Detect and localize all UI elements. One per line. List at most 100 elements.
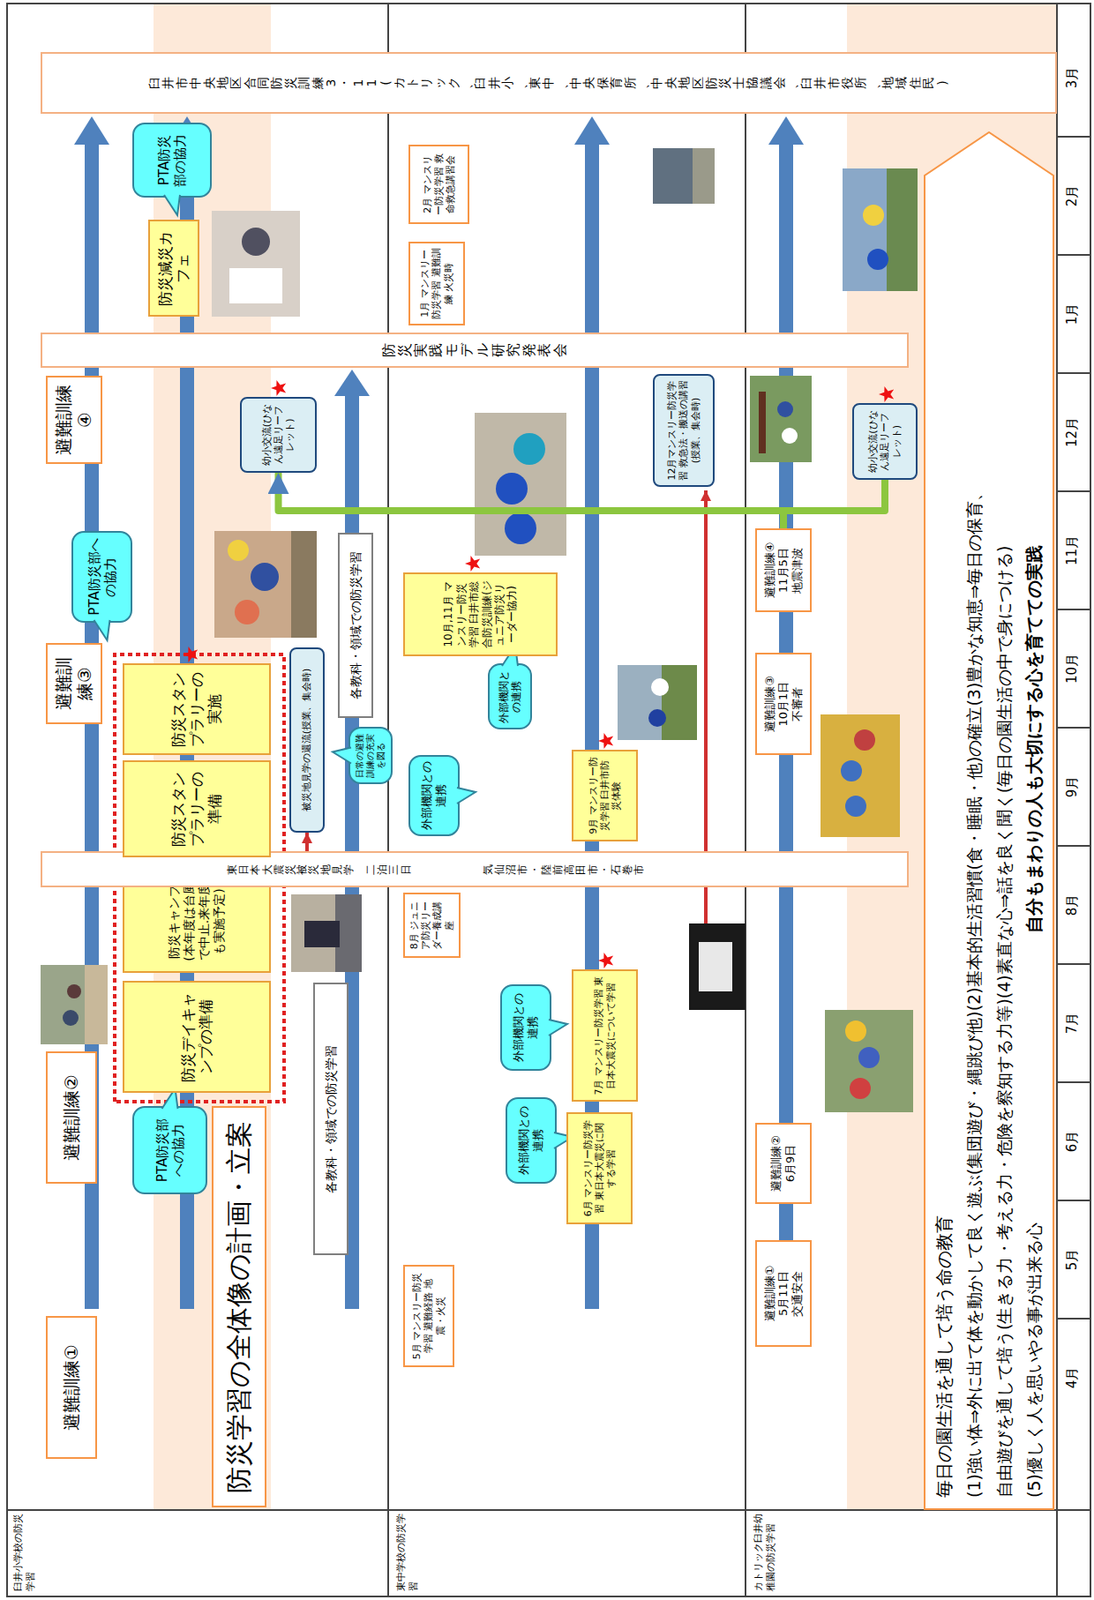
- event-box: 2月 マンスリー防災学習 救命救急講習会: [408, 144, 470, 225]
- month-label: 9月: [1064, 751, 1081, 823]
- photo: [854, 729, 876, 751]
- node-text: 不審者: [790, 687, 805, 722]
- event-band: 防災実践モデル研究発表会: [40, 332, 909, 368]
- photo: [840, 760, 862, 782]
- node-text: PTA防災部への協力: [154, 1112, 187, 1189]
- node-text: 気仙沼市・陸前高田市・石巻市: [482, 864, 646, 876]
- node-text: 日常の避難訓練の充実を図る: [354, 733, 387, 779]
- red-star: [598, 952, 614, 969]
- scroll-note: 幼小交流(ひなん遠足リーフレット): [239, 397, 317, 473]
- bubble-tail: [457, 787, 476, 804]
- node-text: 交通安全: [790, 1271, 805, 1318]
- timeline-arrow: [574, 116, 610, 145]
- photo: [845, 795, 867, 817]
- month-label: 12月: [1064, 397, 1081, 468]
- photo: [845, 1020, 867, 1042]
- grid-line: [387, 3, 390, 1597]
- row-label: カトリック臼井幼稚園の防災学習: [752, 1513, 778, 1592]
- photo: [651, 678, 669, 697]
- event-box: 5月 マンスリー防災学習 避難経路 地震・火災: [403, 1265, 455, 1368]
- photo: [304, 921, 340, 948]
- photo: [749, 375, 812, 463]
- activity-box: 7月 マンスリー防災学習 東日本大震災について学習: [571, 969, 638, 1102]
- photo: [617, 665, 697, 741]
- red-star: [270, 380, 287, 397]
- red-star: [270, 380, 286, 397]
- scroll-note: 12月マンスリー防災学習 救急法・搬送の講習(授業、集会時): [652, 374, 715, 488]
- bubble-tail: [332, 748, 352, 765]
- bubble-tail: [164, 194, 180, 216]
- node-text: 1月 マンスリー防災学習 避難訓練 火災時: [419, 247, 455, 320]
- activity-box: 防災スタンプラリーの実施: [122, 663, 271, 756]
- node-text: 東日本大震災被災地見学: [226, 864, 355, 876]
- node-text: 避難訓練②: [769, 1135, 784, 1192]
- node-text: 8月 ジュニア防災リーダー養成講座: [408, 899, 456, 952]
- photo: [758, 391, 766, 454]
- speech-bubble: 外部機関との連携: [408, 755, 460, 837]
- timeline-arrow: [74, 116, 110, 145]
- photo: [474, 412, 567, 556]
- row-shading: [153, 3, 1057, 1511]
- node-text: 防災スタンプラリーの実施: [169, 669, 224, 750]
- grid-line: [1056, 3, 1058, 1597]
- photo: [824, 1010, 914, 1113]
- red-star: [598, 733, 614, 750]
- photo: [495, 472, 528, 505]
- node-text: 二泊三日: [365, 864, 413, 876]
- photo: [241, 227, 270, 256]
- month-label: 6月: [1064, 1106, 1081, 1177]
- speech-bubble: 外部機関との連携: [500, 984, 552, 1072]
- photo: [886, 168, 918, 292]
- month-label: 1月: [1064, 278, 1081, 350]
- connector: [783, 479, 885, 529]
- event-box: 避難訓練②6月9日: [755, 1123, 812, 1205]
- bubble-tail: [332, 748, 352, 765]
- node-text: 6月9日: [783, 1145, 798, 1184]
- bubble-tail: [548, 1019, 568, 1036]
- red-star: [878, 386, 894, 403]
- photo: [661, 665, 697, 741]
- photo: [842, 168, 918, 292]
- photo: [474, 412, 567, 556]
- node-text: 各教科・領域での防災学習: [348, 551, 364, 700]
- node-text: 12月マンスリー防災学習 救急法・搬送の講習(授業、集会時): [666, 380, 702, 481]
- photo: [211, 210, 300, 317]
- scroll-note: 被災地見学の還流(授業、集会時): [289, 647, 325, 833]
- node-text: 9月 マンスリー防災学習 臼井市防災体験: [587, 756, 623, 836]
- node-text: 防災スタンプラリーの準備: [169, 766, 224, 852]
- bubble-tail: [94, 620, 111, 641]
- photo: [820, 714, 900, 838]
- grid-line: [7, 3, 1091, 1597]
- red-star: [464, 555, 480, 572]
- banner-row: (5)優しく人を思いやる事が出来る心自分もまわりの人も大切にする心を育てての実践: [1019, 143, 1050, 1499]
- timeline-arrow: [768, 116, 804, 145]
- node-text: 避難訓練②: [60, 1074, 83, 1162]
- photo: [40, 965, 108, 1045]
- node-text: 防災実践モデル研究発表会: [381, 343, 568, 358]
- grid-line: [1056, 136, 1091, 1319]
- photo: [648, 709, 667, 727]
- photo: [84, 965, 108, 1045]
- node-text: 避難訓練③: [763, 675, 778, 733]
- banner-line: (1)強い体⇒外に出て体を動かして良く遊ぶ(集団遊び・縄跳び他)(2)基本的生活…: [959, 484, 990, 1499]
- month-label: 3月: [1064, 42, 1081, 113]
- photo: [858, 1047, 880, 1069]
- banner-line: 毎日の園生活を通して培う命の教育: [929, 1215, 960, 1499]
- photo: [211, 210, 300, 317]
- node-text: PTA防災部への協力: [86, 537, 119, 617]
- event-box: 8月 ジュニア防災リーダー養成講座: [403, 892, 461, 959]
- node-text: 避難訓練④: [763, 542, 778, 600]
- node-text: 5月11日: [776, 1271, 791, 1317]
- month-label: 10月: [1064, 633, 1081, 705]
- event-box: 避難訓練④11月5日地震津波: [755, 528, 812, 613]
- timeline-arrow: [74, 116, 804, 1310]
- node-text: 幼小交流(ひなん遠足リーフレット): [867, 409, 903, 474]
- red-star: [464, 555, 481, 572]
- speech-bubble: PTA防災部への協力: [71, 531, 133, 623]
- connector: [305, 832, 309, 852]
- node-text: 防災キャンプ(本年度は台風で中止.来年度も実施予定): [166, 876, 226, 967]
- speech-bubble: PTA防災部の協力: [132, 122, 212, 198]
- node-text: 幼小交流(ひなん遠足リーフレット): [261, 403, 297, 467]
- timeline-arrow: [334, 369, 370, 397]
